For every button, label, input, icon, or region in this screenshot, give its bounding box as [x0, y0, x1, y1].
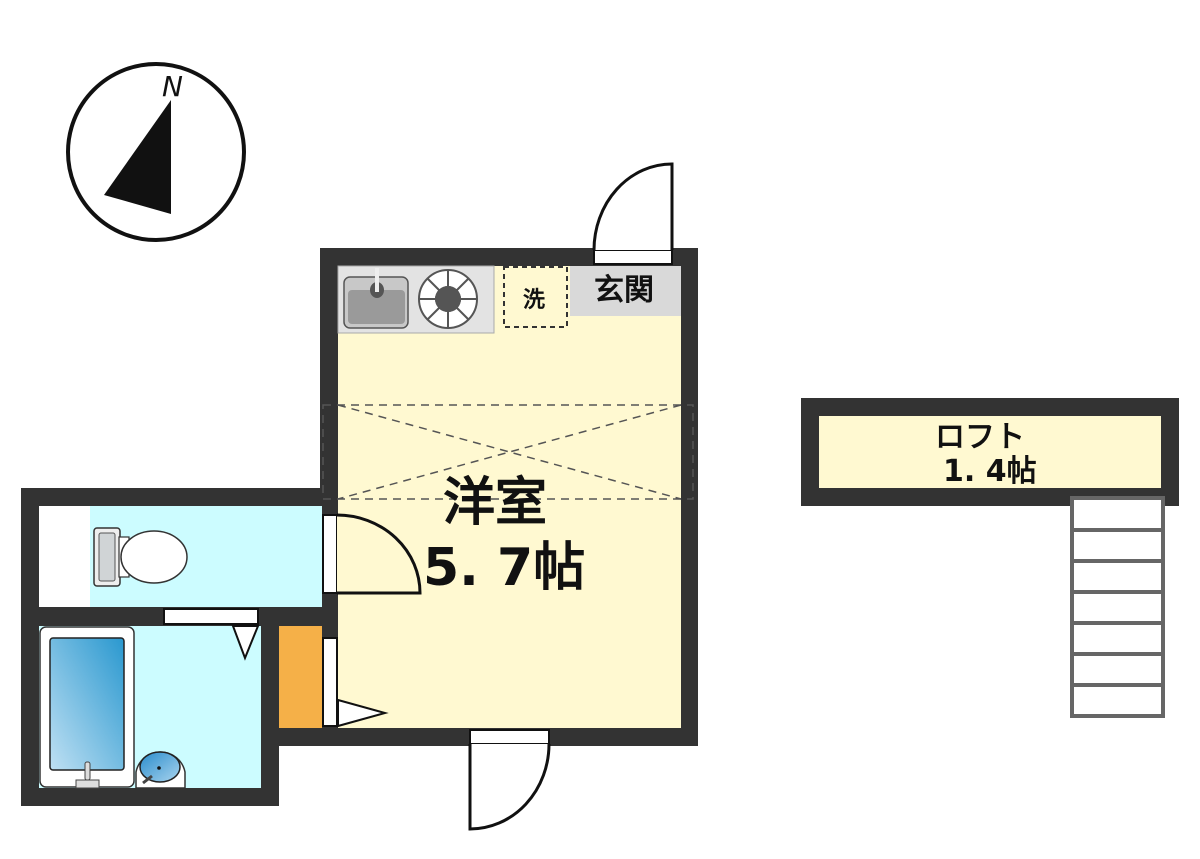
western-room-name: 洋室 [443, 473, 547, 533]
western-room-floor [338, 266, 681, 728]
compass-north-label: N [162, 70, 183, 103]
loft-overhang-indicator [322, 404, 694, 500]
entrance-floor [570, 266, 681, 316]
wash-basin-icon [135, 751, 186, 789]
storage-closet [279, 626, 322, 728]
loft-floor [819, 416, 1161, 488]
western-room-size: 5. 7帖 [423, 538, 585, 598]
washer-label: 洗 [523, 288, 545, 313]
compass: N [66, 62, 246, 242]
loft-ladder-icon [1070, 496, 1165, 718]
bathtub-icon [39, 626, 135, 789]
north-arrow-icon [104, 100, 171, 214]
loft-name: ロフト [935, 420, 1025, 455]
entrance-label: 玄関 [594, 273, 654, 308]
wc-floor-white [39, 506, 91, 607]
gas-stove-icon [418, 269, 478, 329]
loft-size: 1. 4帖 [943, 454, 1037, 489]
main-unit: 洗 玄関 洋室 5. 7帖 [21, 162, 698, 831]
entrance-door [592, 162, 674, 265]
washing-machine-space: 洗 [503, 266, 568, 328]
balcony-door [468, 729, 551, 831]
wc-door [322, 513, 422, 595]
compass-circle [66, 62, 246, 242]
closet-door [322, 637, 389, 728]
bathroom-door [163, 608, 260, 661]
loft: ロフト 1. 4帖 [801, 398, 1179, 506]
kitchen-sink-icon [343, 268, 409, 329]
toilet-icon [93, 527, 188, 587]
